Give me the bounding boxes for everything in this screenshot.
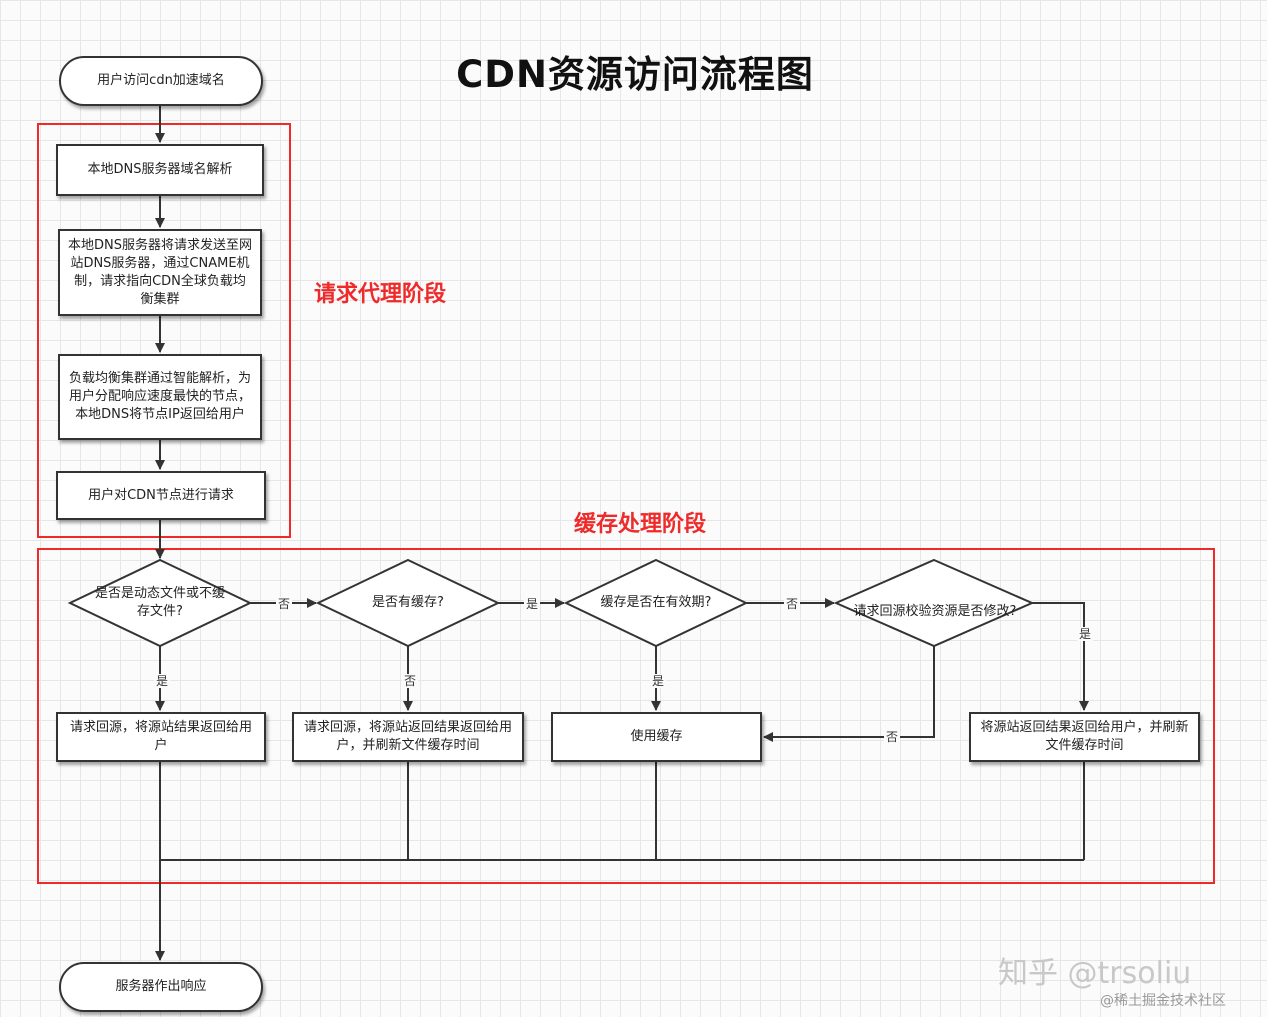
edge-modified-no (763, 646, 935, 742)
decision-cache-valid-text: 缓存是否在有效期? (600, 595, 712, 610)
juejin-watermark: @稀土掘金技术社区 (1100, 993, 1226, 1009)
edge-label-dynamic-no: 否 (276, 597, 293, 611)
decision-dynamic-text: 是否是动态文件或不缓存文件? (94, 586, 225, 619)
decision-origin-modified-text: 请求回源校验资源是否修改? (853, 604, 1017, 619)
end-node: 服务器作出响应 (59, 962, 263, 1012)
edge-label-cache-no: 否 (402, 674, 419, 688)
start-node: 用户访问cdn加速域名 (59, 56, 263, 106)
decision-has-cache-text: 是否有缓存? (372, 595, 444, 610)
load-balance-node: 负载均衡集群通过智能解析，为用户分配响应速度最快的节点，本地DNS将节点IP返回… (58, 354, 262, 440)
cache-processing-stage-frame (37, 548, 1215, 884)
stage-label-cache-processing: 缓存处理阶段 (574, 512, 707, 537)
user-request-node: 用户对CDN节点进行请求 (56, 471, 266, 520)
edge-label-cache-yes: 是 (524, 597, 541, 611)
diagram-title: CDN资源访问流程图 (456, 53, 814, 96)
stage-label-request-proxy: 请求代理阶段 (314, 282, 447, 307)
origin-return-refresh-node: 请求回源，将源站返回结果返回给用户，并刷新文件缓存时间 (292, 712, 524, 762)
edge-label-modified-yes: 是 (1077, 627, 1094, 641)
local-dns-forward-node: 本地DNS服务器将请求发送至网站DNS服务器，通过CNAME机制，请求指向CDN… (58, 229, 262, 316)
edge-label-dynamic-yes: 是 (154, 674, 171, 688)
use-cache-node: 使用缓存 (551, 712, 762, 762)
edge-label-valid-no: 否 (784, 597, 801, 611)
edge-label-valid-yes: 是 (650, 674, 667, 688)
edge-label-modified-no: 否 (884, 730, 901, 744)
local-dns-parse-node: 本地DNS服务器域名解析 (56, 144, 264, 196)
request-proxy-stage-frame (37, 123, 291, 538)
zhihu-watermark: 知乎 @trsoliu (998, 956, 1192, 991)
edge-modified-yes (1032, 602, 1089, 711)
origin-return-node: 请求回源，将源站结果返回给用户 (56, 712, 266, 762)
origin-result-refresh-node: 将源站返回结果返回给用户，并刷新文件缓存时间 (969, 712, 1200, 762)
